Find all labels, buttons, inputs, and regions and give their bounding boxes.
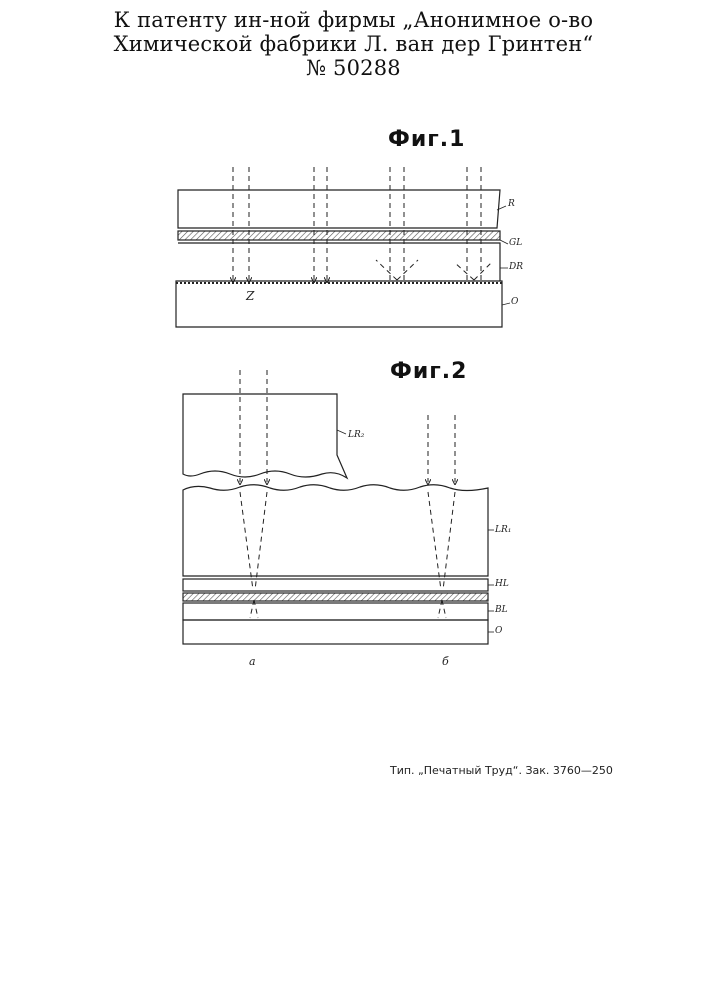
label-dr: DR — [509, 262, 523, 272]
label-b: б — [442, 655, 449, 668]
layer-dr — [178, 243, 500, 281]
layer-gl — [178, 231, 500, 240]
light-rays-fig1 — [233, 167, 492, 280]
layer-o — [176, 281, 502, 327]
label-gl: GL — [509, 238, 522, 248]
printer-imprint: Тип. „Печатный Труд“. Зак. 3760—250 — [390, 764, 613, 777]
label-a: a — [249, 655, 256, 668]
figure-2 — [183, 370, 494, 644]
label-hl: HL — [495, 579, 509, 589]
label-r: R — [508, 199, 515, 209]
layer-lr1 — [183, 485, 488, 576]
layer-lr2 — [183, 394, 347, 478]
figure-1-title: Фиг.1 — [388, 127, 465, 152]
figure-2-title: Фиг.2 — [390, 359, 467, 384]
layer-hl — [183, 579, 488, 591]
label-o-fig1: O — [511, 297, 518, 307]
label-lr2: LR₂ — [348, 430, 364, 440]
label-bl: BL — [495, 605, 508, 615]
light-rays-b — [428, 415, 455, 618]
label-lr1: LR₁ — [495, 525, 511, 535]
layer-r — [178, 190, 500, 228]
light-rays-a — [240, 370, 267, 618]
label-o-fig2: O — [495, 626, 502, 636]
figure-1 — [176, 167, 510, 327]
label-z: Z — [246, 289, 254, 303]
layer-hatched — [183, 593, 488, 601]
layer-bl — [183, 603, 488, 620]
layer-o2 — [183, 620, 488, 644]
